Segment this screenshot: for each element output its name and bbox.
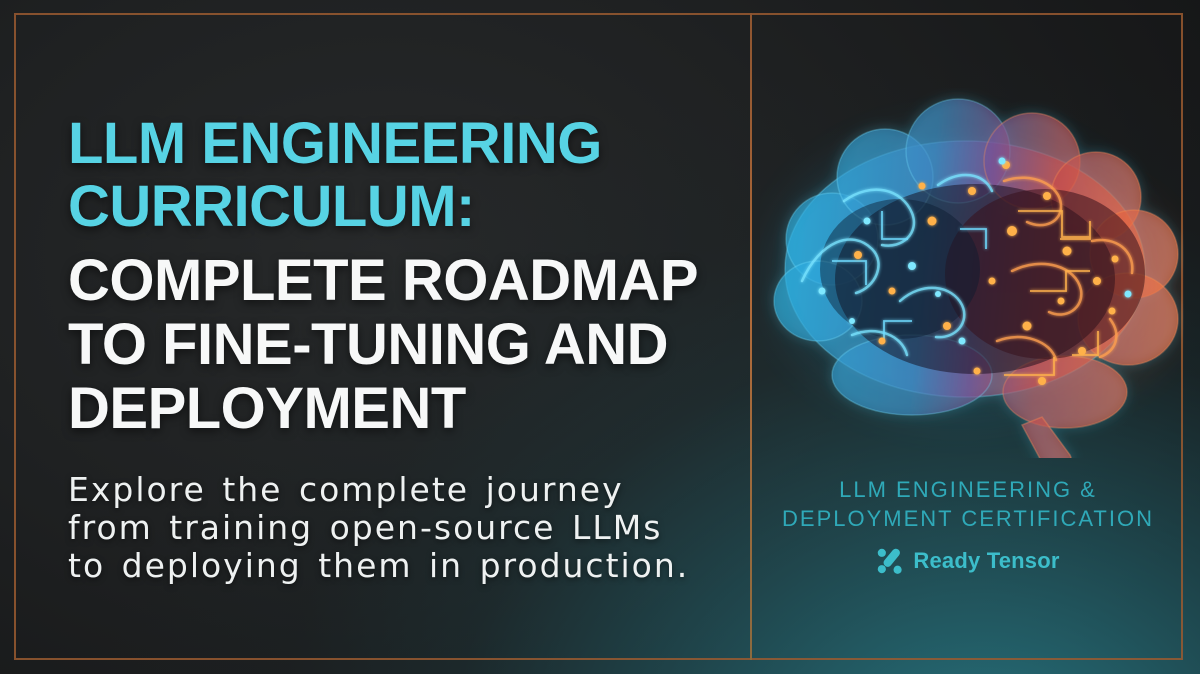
- certification-line: LLM ENGINEERING &: [839, 477, 1097, 502]
- curriculum-title-main: COMPLETE ROADMAP TO FINE-TUNING AND DEPL…: [68, 249, 728, 441]
- circuit-brain-svg: [765, 98, 1190, 473]
- ready-tensor-molecule-icon: [878, 548, 903, 574]
- title-line: LLM ENGINEERING: [68, 111, 602, 176]
- ready-tensor-logo: Ready Tensor: [752, 544, 1184, 578]
- title-line: COMPLETE ROADMAP: [68, 248, 699, 313]
- title-line: TO FINE-TUNING AND: [68, 312, 668, 377]
- certification-label: LLM ENGINEERING & DEPLOYMENT CERTIFICATI…: [752, 475, 1184, 533]
- circuit-brain-illustration: [760, 88, 1190, 473]
- title-line: CURRICULUM:: [68, 174, 475, 239]
- curriculum-title-accent: LLM ENGINEERING CURRICULUM:: [68, 112, 718, 238]
- title-line: DEPLOYMENT: [68, 376, 466, 441]
- description-line: Explore the complete journey: [68, 470, 624, 509]
- description-line: from training open-source LLMs: [68, 508, 663, 547]
- course-description: Explore the complete journey from traini…: [68, 471, 728, 585]
- panel-divider-line: [750, 13, 752, 660]
- certification-line: DEPLOYMENT CERTIFICATION: [782, 506, 1154, 531]
- brand-name: Ready Tensor: [913, 548, 1060, 573]
- description-line: to deploying them in production.: [68, 546, 690, 585]
